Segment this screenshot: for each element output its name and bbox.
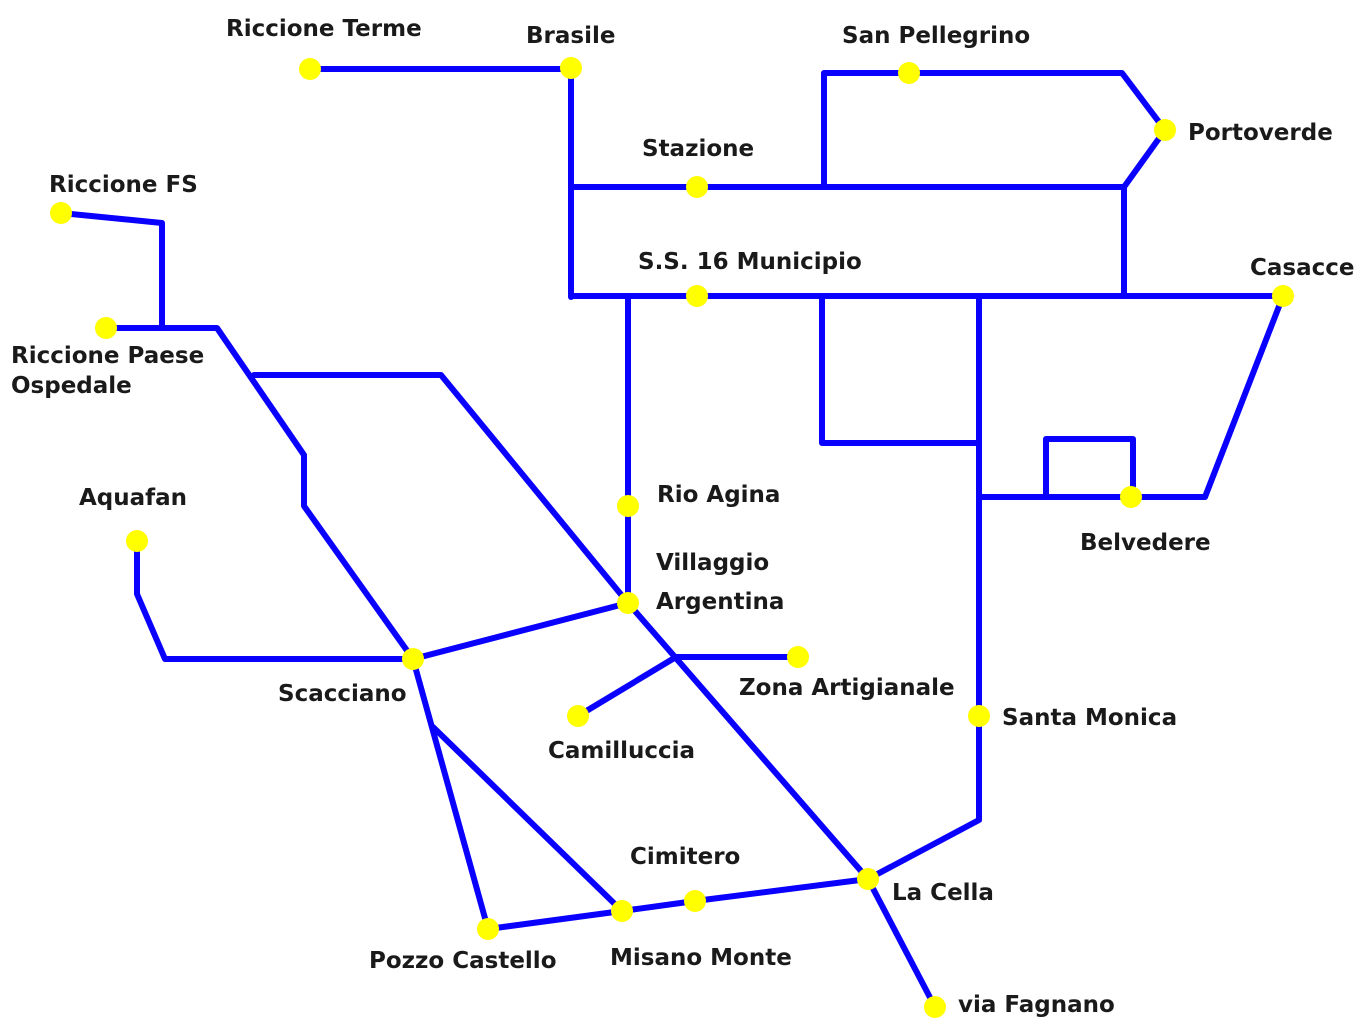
label-cimitero: Cimitero	[630, 844, 740, 870]
stop-ss16-municipio[interactable]	[686, 285, 708, 307]
label-san-pellegrino: San Pellegrino	[842, 23, 1030, 49]
label-misano-monte: Misano Monte	[610, 945, 792, 971]
stop-labels: Riccione Terme Brasile San Pellegrino Po…	[11, 16, 1354, 1018]
stop-san-pellegrino[interactable]	[898, 62, 920, 84]
stop-portoverde[interactable]	[1154, 119, 1176, 141]
stop-camilluccia[interactable]	[567, 705, 589, 727]
stop-brasile[interactable]	[560, 57, 582, 79]
stop-misano-monte[interactable]	[611, 900, 633, 922]
label-pozzo-castello: Pozzo Castello	[369, 948, 557, 974]
route-segment-scacciano-misano-monte	[430, 724, 625, 914]
label-stazione: Stazione	[642, 136, 754, 162]
route-segment-pozzo-castello-la-cella	[485, 876, 871, 932]
route-segment-casacce-belvedere	[976, 293, 1286, 500]
stop-zona-artigianale[interactable]	[787, 646, 809, 668]
route-segment-aquafan-scacciano	[134, 538, 416, 662]
stop-scacciano[interactable]	[402, 648, 424, 670]
label-rio-agina: Rio Agina	[657, 482, 780, 508]
label-via-fagnano: via Fagnano	[958, 992, 1115, 1018]
route-segment-scacciano-villaggio	[410, 600, 631, 662]
label-belvedere: Belvedere	[1080, 530, 1211, 556]
route-segment-camilluccia	[575, 654, 679, 719]
stop-aquafan[interactable]	[126, 530, 148, 552]
stop-la-cella[interactable]	[857, 868, 879, 890]
label-brasile: Brasile	[526, 23, 615, 49]
label-camilluccia: Camilluccia	[548, 738, 695, 764]
label-villaggio-argentina-line1: Villaggio	[656, 550, 769, 576]
label-ss16-municipio: S.S. 16 Municipio	[638, 249, 862, 275]
route-segment-municipio-box	[819, 293, 982, 446]
stop-cimitero[interactable]	[684, 890, 706, 912]
label-riccione-paese-line2: Ospedale	[11, 373, 132, 399]
stop-riccione-paese[interactable]	[95, 317, 117, 339]
stop-riccione-terme[interactable]	[299, 58, 321, 80]
stop-riccione-fs[interactable]	[50, 202, 72, 224]
stop-casacce[interactable]	[1272, 285, 1294, 307]
label-riccione-fs: Riccione FS	[49, 172, 198, 198]
stop-pozzo-castello[interactable]	[477, 918, 499, 940]
label-zona-artigianale: Zona Artigianale	[739, 675, 955, 701]
route-segment-scacciano-pozzo-castello	[410, 656, 491, 932]
route-segment-santa-monica-la-cella	[865, 293, 982, 882]
stop-belvedere[interactable]	[1120, 486, 1142, 508]
stop-rio-agina[interactable]	[617, 495, 639, 517]
route-segment-riccione-fs	[58, 210, 165, 331]
label-casacce: Casacce	[1250, 255, 1354, 281]
label-la-cella: La Cella	[892, 880, 994, 906]
label-portoverde: Portoverde	[1188, 120, 1333, 146]
stop-villaggio-argentina[interactable]	[617, 592, 639, 614]
label-santa-monica: Santa Monica	[1002, 705, 1177, 731]
label-riccione-terme: Riccione Terme	[226, 16, 422, 42]
route-segment-san-pellegrino-loop	[821, 70, 1168, 190]
label-scacciano: Scacciano	[278, 681, 407, 707]
stop-santa-monica[interactable]	[968, 705, 990, 727]
stop-markers	[50, 57, 1294, 1018]
stop-via-fagnano[interactable]	[924, 996, 946, 1018]
label-aquafan: Aquafan	[79, 485, 187, 511]
route-segment-riccione-paese	[103, 325, 416, 662]
route-segment-belvedere-loop	[1043, 436, 1136, 500]
label-riccione-paese-line1: Riccione Paese	[11, 343, 204, 369]
label-villaggio-argentina-line2: Argentina	[656, 589, 784, 615]
stop-stazione[interactable]	[686, 176, 708, 198]
